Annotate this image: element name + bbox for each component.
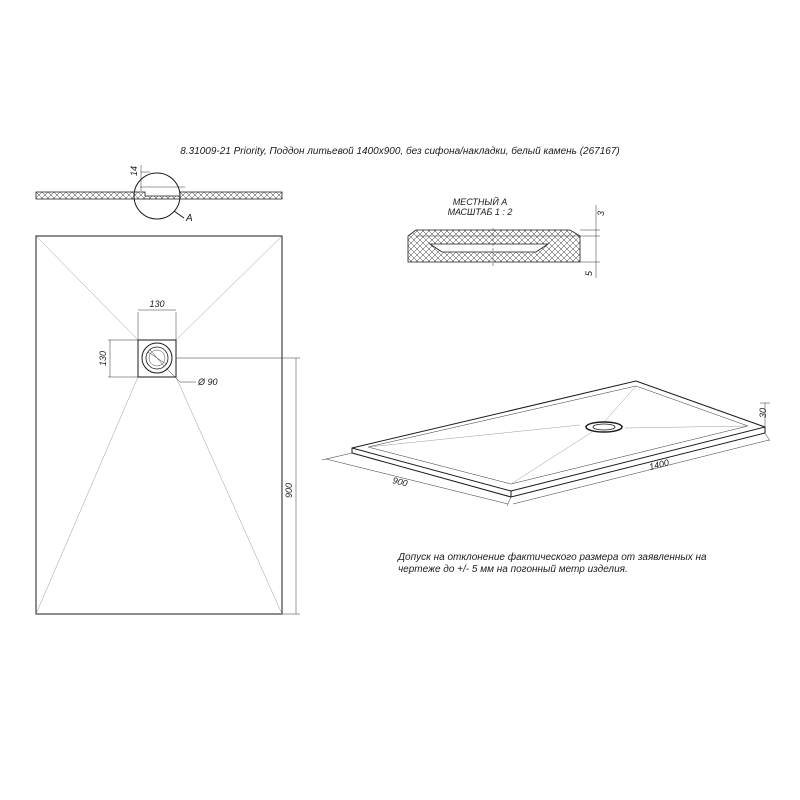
plan-length-label: 900: [284, 483, 294, 498]
drain-width-label: 130: [149, 299, 164, 309]
iso-width-label: 900: [392, 475, 409, 488]
iso-length-label: 1400: [648, 457, 670, 472]
detail-dim-bottom: 5: [584, 270, 594, 276]
isometric-view: 30 900 1400: [321, 380, 771, 507]
tolerance-note-line2: чертеже до +/- 5 мм на погонный метр изд…: [398, 564, 628, 575]
detail-title: МЕСТНЫЙ А: [453, 196, 508, 207]
detail-dim-top: 3: [596, 211, 606, 216]
plan-view: 130 130 Ø 90 900: [35, 235, 300, 615]
drain-square: [137, 339, 177, 378]
drain-diameter-label: Ø 90: [197, 377, 218, 387]
iso-height-label: 30: [758, 408, 768, 418]
detail-a-view: МЕСТНЫЙ А МАСШТАБ 1 : 2 3 5: [407, 196, 606, 278]
detail-scale: МАСШТАБ 1 : 2: [448, 207, 513, 217]
side-thickness-label: 14: [129, 166, 139, 176]
tolerance-note-line1: Допуск на отклонение фактического размер…: [398, 552, 707, 563]
side-section-view: 14 А: [35, 165, 283, 224]
drain-height-label: 130: [98, 351, 108, 366]
drain-circle: [141, 342, 173, 374]
detail-callout-circle: [133, 172, 181, 220]
tolerance-note: Допуск на отклонение фактического размер…: [398, 552, 728, 576]
drawing-title: 8.31009-21 Priority, Поддон литьевой 140…: [180, 145, 620, 157]
iso-drain: [585, 421, 623, 433]
detail-callout-label: А: [185, 213, 193, 224]
